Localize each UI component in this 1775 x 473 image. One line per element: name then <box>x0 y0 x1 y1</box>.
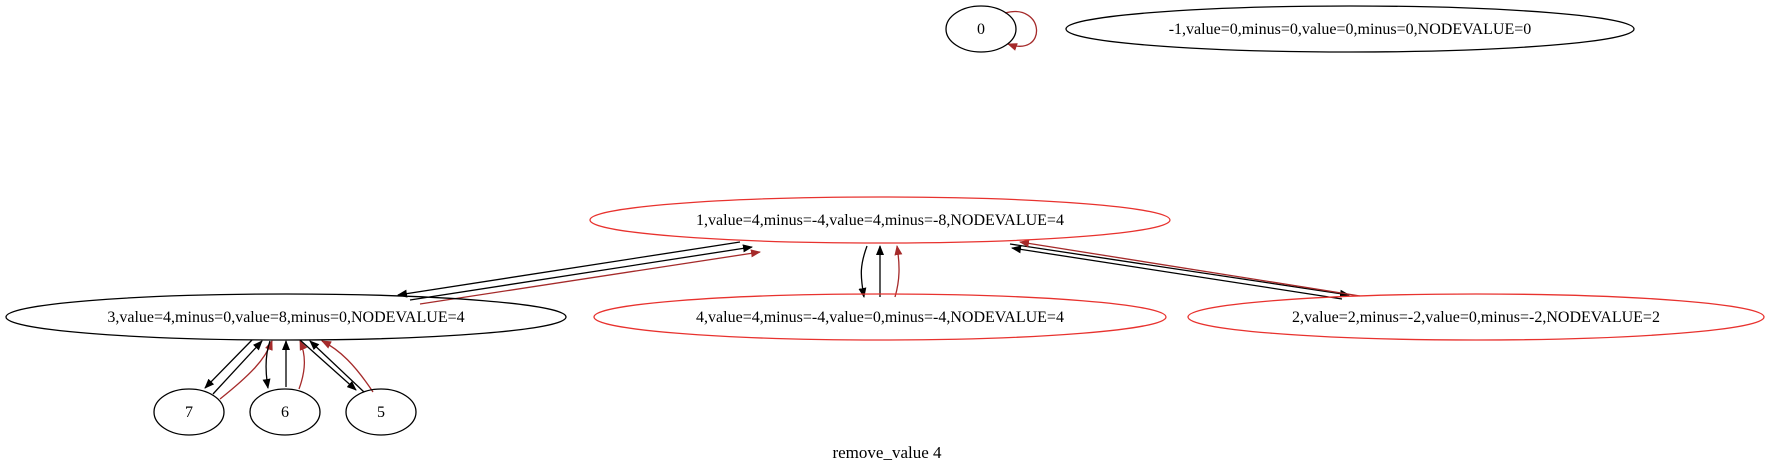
node-1: 1,value=4,minus=-4,value=4,minus=-8,NODE… <box>589 196 1171 244</box>
edge-4-to-1-red <box>894 245 903 298</box>
edge-3-to-7 <box>204 339 253 389</box>
edge-2-to-1 <box>1011 245 1343 300</box>
edge-7-to-3-red <box>219 340 273 400</box>
node-6: 6 <box>249 388 321 436</box>
node-4-label: 4,value=4,minus=-4,value=0,minus=-4,NODE… <box>696 309 1064 326</box>
node-4: 4,value=4,minus=-4,value=0,minus=-4,NODE… <box>593 293 1167 341</box>
edge-1-to-4 <box>858 245 868 298</box>
edge-3-to-6 <box>262 340 271 389</box>
node-1-label: 1,value=4,minus=-4,value=4,minus=-8,NODE… <box>696 212 1064 229</box>
edge-1-to-3 <box>397 241 741 298</box>
edge-6-to-3-red <box>298 340 308 390</box>
nodes: 0 -1,value=0,minus=0,value=0,minus=0,NOD… <box>5 5 1765 436</box>
edge-1-to-2 <box>1009 243 1350 298</box>
node-3: 3,value=4,minus=0,value=8,minus=0,NODEVA… <box>5 293 567 341</box>
node-minus1-label: -1,value=0,minus=0,value=0,minus=0,NODEV… <box>1169 21 1532 38</box>
graph-caption: remove_value 4 <box>832 443 942 462</box>
edge-3-to-5 <box>299 339 357 391</box>
node-2: 2,value=2,minus=-2,value=0,minus=-2,NODE… <box>1187 293 1765 341</box>
edges <box>204 10 1361 400</box>
edge-3-to-1 <box>409 244 753 301</box>
edge-2-to-1-red <box>1019 239 1361 297</box>
node-0-label: 0 <box>977 21 985 38</box>
edge-5-to-3 <box>309 340 365 393</box>
node-7-label: 7 <box>185 404 193 421</box>
edge-3-to-1-red <box>419 249 761 305</box>
node-7: 7 <box>153 388 225 436</box>
node-0: 0 <box>945 5 1017 53</box>
edge-5-to-3-red <box>321 340 374 393</box>
node-minus1: -1,value=0,minus=0,value=0,minus=0,NODEV… <box>1065 5 1635 53</box>
node-3-label: 3,value=4,minus=0,value=8,minus=0,NODEVA… <box>107 309 464 326</box>
node-6-label: 6 <box>281 404 289 421</box>
node-5: 5 <box>345 388 417 436</box>
node-2-label: 2,value=2,minus=-2,value=0,minus=-2,NODE… <box>1292 309 1660 326</box>
edge-0-to-0 <box>1004 10 1038 51</box>
node-5-label: 5 <box>377 404 385 421</box>
edge-7-to-3 <box>212 340 263 395</box>
